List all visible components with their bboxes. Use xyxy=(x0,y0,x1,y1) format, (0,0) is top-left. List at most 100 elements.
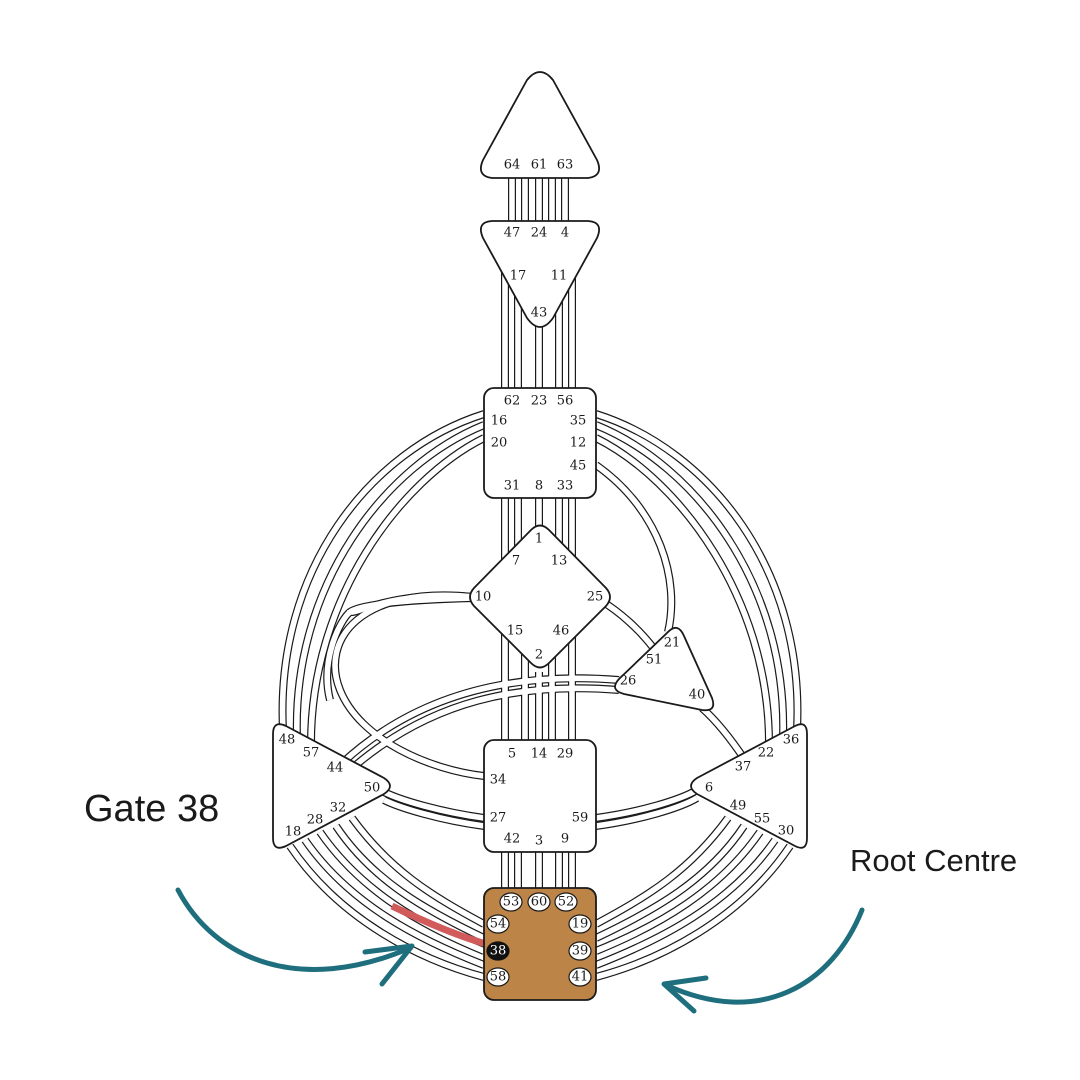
svg-text:19: 19 xyxy=(572,917,589,932)
root-centre: 53 60 52 54 19 38 39 58 41 xyxy=(483,887,597,1001)
gate-4: 4 xyxy=(561,226,569,241)
gate-40: 40 xyxy=(689,688,706,703)
channel-line-inner xyxy=(338,675,620,768)
gate-52: 52 xyxy=(554,892,578,912)
svg-text:58: 58 xyxy=(490,970,507,985)
heart-centre: 21 51 26 40 xyxy=(614,626,715,712)
spleen-centre: 48 57 44 50 32 28 18 xyxy=(272,723,391,849)
gate-22: 22 xyxy=(758,746,775,761)
gate-45: 45 xyxy=(570,459,587,474)
channel-line-inner xyxy=(279,411,485,731)
solar-plexus-centre: 36 22 37 6 49 55 30 xyxy=(690,723,808,849)
gate-53: 53 xyxy=(499,892,523,912)
gate-29: 29 xyxy=(557,747,574,762)
gate-27: 27 xyxy=(490,811,507,826)
gate-12: 12 xyxy=(570,436,587,451)
gate-10: 10 xyxy=(475,590,492,605)
channel-line-inner xyxy=(333,824,486,941)
channel-line-inner xyxy=(595,411,801,731)
gate-47: 47 xyxy=(504,226,521,241)
gate-38-label: Gate 38 xyxy=(84,788,220,830)
gate-31: 31 xyxy=(504,479,521,494)
channel-line-inner xyxy=(317,830,486,954)
gate-13: 13 xyxy=(551,554,568,569)
gate-57: 57 xyxy=(303,746,320,761)
channel-line-inner xyxy=(594,830,763,954)
svg-text:53: 53 xyxy=(503,895,520,910)
gate-51: 51 xyxy=(646,653,663,668)
gate-6: 6 xyxy=(705,781,713,796)
gate-1: 1 xyxy=(535,532,543,547)
channel-line-inner xyxy=(382,797,485,829)
channel-line-inner xyxy=(594,422,786,739)
ajna-centre: 47 24 4 17 11 43 xyxy=(480,220,600,328)
gate-32: 32 xyxy=(330,801,347,816)
gate-34: 34 xyxy=(490,773,507,788)
channel-line-inner xyxy=(594,435,772,747)
gate-46: 46 xyxy=(553,624,570,639)
gate-14: 14 xyxy=(531,747,548,762)
gate-48: 48 xyxy=(279,733,296,748)
gate-17: 17 xyxy=(510,269,527,284)
gate-16: 16 xyxy=(491,414,508,429)
channel-line-inner xyxy=(700,705,748,762)
gate-38-active: 38 xyxy=(486,941,510,961)
channel-line-inner xyxy=(349,816,486,927)
gate-9: 9 xyxy=(561,832,569,847)
gate-39: 39 xyxy=(568,941,592,961)
channel-line-inner xyxy=(348,685,620,773)
svg-text:39: 39 xyxy=(572,944,589,959)
gate-7: 7 xyxy=(512,554,520,569)
channel-line-inner xyxy=(294,422,486,739)
gate-33: 33 xyxy=(557,479,574,494)
gate-58: 58 xyxy=(486,967,510,987)
channel-line-inner xyxy=(594,838,778,968)
gate-23: 23 xyxy=(531,394,548,409)
channel-line-inner xyxy=(324,595,475,701)
gate-54: 54 xyxy=(486,914,510,934)
gate-24: 24 xyxy=(531,226,548,241)
channel-line-inner xyxy=(595,844,793,980)
gate-26: 26 xyxy=(620,674,637,689)
gate-arrow-icon xyxy=(175,887,415,987)
channel-line-inner xyxy=(302,838,486,968)
gate-15: 15 xyxy=(507,624,524,639)
channel-line-inner xyxy=(595,787,699,821)
gate-3: 3 xyxy=(535,834,543,849)
throat-centre: 62 23 56 16 35 20 12 45 31 8 33 xyxy=(483,387,597,499)
active-channel-38-28 xyxy=(390,902,487,948)
gate-2: 2 xyxy=(535,648,543,663)
gate-55: 55 xyxy=(754,812,771,827)
channel-line-inner xyxy=(287,844,485,980)
gate-59: 59 xyxy=(572,811,589,826)
svg-text:52: 52 xyxy=(558,895,575,910)
gate-25: 25 xyxy=(587,590,604,605)
gate-49: 49 xyxy=(730,799,747,814)
svg-text:54: 54 xyxy=(490,917,507,932)
root-arrow-icon xyxy=(661,907,865,1014)
channel-line-inner xyxy=(308,435,486,747)
gate-18: 18 xyxy=(285,825,302,840)
svg-text:41: 41 xyxy=(572,970,589,985)
g-centre: 1 7 13 10 25 15 46 2 xyxy=(469,524,611,669)
gate-28: 28 xyxy=(307,813,324,828)
gate-37: 37 xyxy=(735,760,752,775)
svg-text:60: 60 xyxy=(531,895,548,910)
gate-11: 11 xyxy=(551,269,568,284)
gate-42: 42 xyxy=(504,832,521,847)
gate-43: 43 xyxy=(531,306,548,321)
channel-line-inner xyxy=(594,816,731,927)
gate-56: 56 xyxy=(557,394,574,409)
gate-60: 60 xyxy=(527,892,551,912)
gate-30: 30 xyxy=(778,824,795,839)
channel-line-inner xyxy=(594,824,747,941)
gate-62: 62 xyxy=(504,394,521,409)
gate-5: 5 xyxy=(508,747,516,762)
gate-64: 64 xyxy=(504,158,521,173)
gate-63: 63 xyxy=(557,158,574,173)
sacral-centre: 5 14 29 34 27 59 42 3 9 xyxy=(483,739,597,853)
gate-50: 50 xyxy=(364,781,381,796)
gate-20: 20 xyxy=(491,436,508,451)
